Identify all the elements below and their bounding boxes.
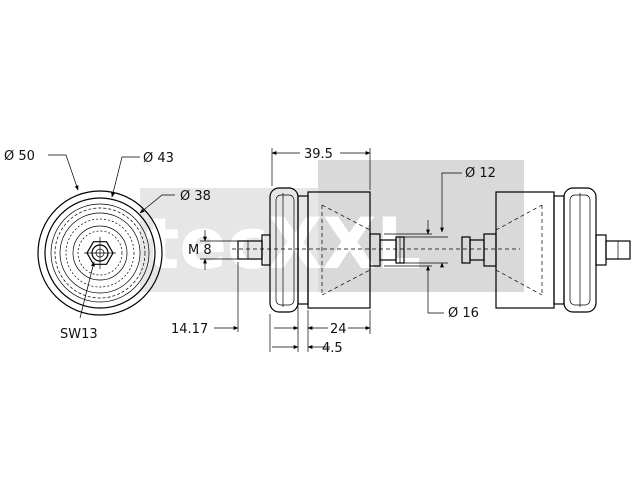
rim-circle-43	[44, 197, 156, 309]
front-view: Ø 50 Ø 43 Ø 38 SW13	[4, 149, 211, 342]
watermark-text: tecXXL	[146, 203, 421, 285]
dim-bore-16: Ø 16	[448, 306, 479, 321]
label-sw13: SW13	[60, 327, 98, 342]
dim-body-width: 24	[330, 322, 347, 337]
dim-thread-m8: M 8	[188, 243, 212, 258]
dim-bore-12: Ø 12	[465, 166, 496, 181]
label-dia-38: Ø 38	[180, 189, 211, 204]
watermark: tecXXL	[140, 160, 524, 292]
dim-flange: 4.5	[322, 341, 343, 356]
rim-circle-38	[50, 203, 150, 303]
label-dia-50: Ø 50	[4, 149, 35, 164]
dim-stud-length: 14.17	[171, 322, 208, 337]
side-view: 39.5 M 8 14.17 24 4.5 Ø 12	[171, 147, 631, 356]
dim-overall-width: 39.5	[304, 147, 333, 162]
label-dia-43: Ø 43	[143, 151, 174, 166]
outer-rim-circle	[37, 190, 163, 316]
